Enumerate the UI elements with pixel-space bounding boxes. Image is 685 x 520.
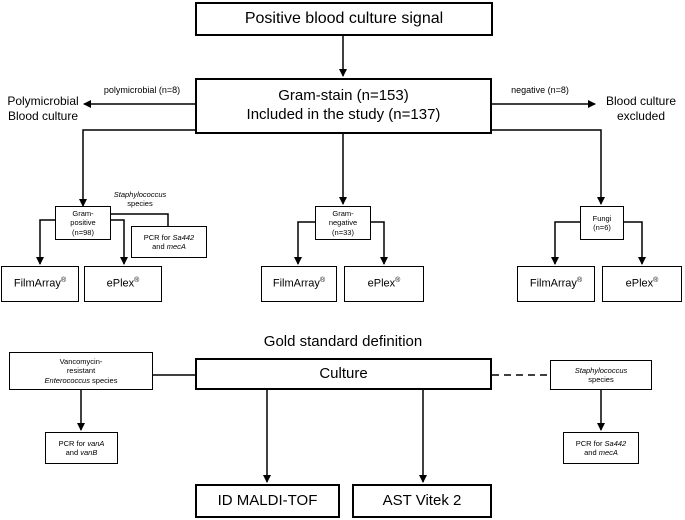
gram-negative-line2: negative — [328, 218, 358, 228]
pcr-sa-gene2: mecA — [598, 448, 618, 457]
vre-genus: Enterococcus — [44, 375, 90, 385]
gn-filmarray-reg: ® — [319, 276, 326, 284]
polymicrobial-result: Polymicrobial Blood culture — [0, 94, 86, 124]
vre-line1: Vancomycin- — [59, 356, 103, 366]
gram-negative-count: (n=33) — [332, 227, 354, 237]
excluded-result: Blood culture excluded — [597, 94, 685, 124]
gp-eplex-box: ePlex® — [84, 266, 162, 302]
gn-eplex-reg: ® — [395, 276, 401, 284]
excluded-line1: Blood culture — [605, 94, 677, 108]
culture-box: Culture — [195, 358, 492, 390]
pcr-van-gene1: vanA — [87, 438, 105, 448]
negative-edge-label: negative (n=8) — [511, 85, 569, 95]
vre-species: species — [89, 375, 118, 385]
gp-staph-species: species — [127, 199, 153, 209]
ast-vitek-box: AST Vitek 2 — [352, 484, 492, 518]
arrow-fungi-to-filmarray — [551, 221, 580, 265]
pcr-sa-gene1: Sa442 — [604, 438, 627, 448]
arrow-gn-to-eplex — [371, 221, 388, 265]
gram-positive-count: (n=98) — [72, 227, 94, 237]
polymicrobial-line1: Polymicrobial — [7, 94, 79, 108]
fungi-eplex-label: ePlex — [625, 277, 654, 290]
gram-positive-line2: positive — [70, 218, 96, 228]
id-maldi-box: ID MALDI-TOF — [195, 484, 340, 518]
polymicrobial-line2: Blood culture — [7, 109, 79, 123]
fungi-count: (n=6) — [593, 223, 611, 232]
gs-staph-species: species — [588, 375, 614, 384]
gram-stain-box: Gram-stain (n=153) Included in the study… — [195, 78, 492, 134]
gp-pcr-and: and — [152, 242, 167, 251]
line-gp-to-pcr — [111, 213, 169, 226]
gp-filmarray-label: FilmArray — [13, 277, 61, 290]
gram-negative-box: Gram- negative (n=33) — [315, 206, 371, 240]
vre-box: Vancomycin- resistant Enterococcus speci… — [9, 352, 153, 390]
included-label: Included in the study (n=137) — [246, 106, 441, 123]
gp-pcr-box: PCR for Sa442 and mecA — [131, 226, 207, 258]
gp-staph-genus: Staphylococcus — [113, 190, 167, 199]
gn-filmarray-label: FilmArray — [272, 277, 320, 290]
pcr-van-box: PCR for vanA and vanB — [45, 432, 118, 464]
culture-label: Culture — [319, 364, 368, 382]
fungi-filmarray-box: FilmArray® — [517, 266, 595, 302]
pcr-van-and: and — [65, 448, 81, 457]
arrow-to-fungi — [492, 129, 605, 205]
excluded-line2: excluded — [616, 109, 666, 123]
fungi-filmarray-reg: ® — [576, 276, 583, 284]
vre-line2: resistant — [66, 366, 96, 376]
gn-eplex-box: ePlex® — [344, 266, 424, 302]
fungi-eplex-reg: ® — [653, 276, 659, 284]
pcr-sa-prefix: PCR for — [575, 438, 605, 448]
pcr-sa-box: PCR for Sa442 and mecA — [563, 432, 639, 464]
gram-stain-label: Gram-stain (n=153) — [278, 87, 409, 105]
gn-filmarray-box: FilmArray® — [261, 266, 337, 302]
arrow-fungi-to-eplex — [624, 221, 646, 265]
gp-filmarray-box: FilmArray® — [1, 266, 79, 302]
id-maldi-label: ID MALDI-TOF — [217, 491, 318, 509]
gold-standard-title: Gold standard definition — [263, 333, 423, 350]
gp-eplex-label: ePlex — [106, 277, 135, 290]
gp-staph-label: Staphylococcus species — [100, 190, 180, 209]
gp-filmarray-reg: ® — [60, 276, 67, 284]
positive-signal-label: Positive blood culture signal — [244, 10, 444, 27]
gram-positive-box: Gram- positive (n=98) — [55, 206, 111, 240]
fungi-box: Fungi (n=6) — [580, 206, 624, 240]
arrow-gp-to-eplex — [111, 219, 128, 265]
gs-staph-box: Staphylococcus species — [550, 360, 652, 390]
gram-negative-line1: Gram- — [332, 208, 354, 218]
pcr-van-gene2: vanB — [80, 448, 98, 457]
fungi-eplex-box: ePlex® — [602, 266, 682, 302]
gn-eplex-label: ePlex — [367, 277, 396, 290]
gp-pcr-prefix: PCR for — [143, 232, 173, 242]
gp-eplex-reg: ® — [134, 276, 140, 284]
polymicrobial-edge-label: polymicrobial (n=8) — [103, 85, 181, 95]
arrow-gp-to-filmarray — [36, 219, 55, 265]
gp-pcr-gene1: Sa442 — [172, 232, 195, 242]
positive-signal-box: Positive blood culture signal — [195, 2, 493, 36]
arrow-to-gram-positive — [79, 129, 195, 207]
gp-pcr-gene2: mecA — [166, 242, 186, 251]
arrow-gn-to-filmarray — [294, 221, 315, 265]
ast-vitek-label: AST Vitek 2 — [382, 491, 462, 509]
fungi-label: Fungi — [592, 213, 612, 223]
fungi-filmarray-label: FilmArray — [529, 277, 577, 290]
gram-positive-line1: Gram- — [72, 208, 94, 218]
pcr-van-prefix: PCR for — [58, 438, 88, 448]
pcr-sa-and: and — [584, 448, 599, 457]
gs-staph-genus: Staphylococcus — [574, 365, 628, 375]
